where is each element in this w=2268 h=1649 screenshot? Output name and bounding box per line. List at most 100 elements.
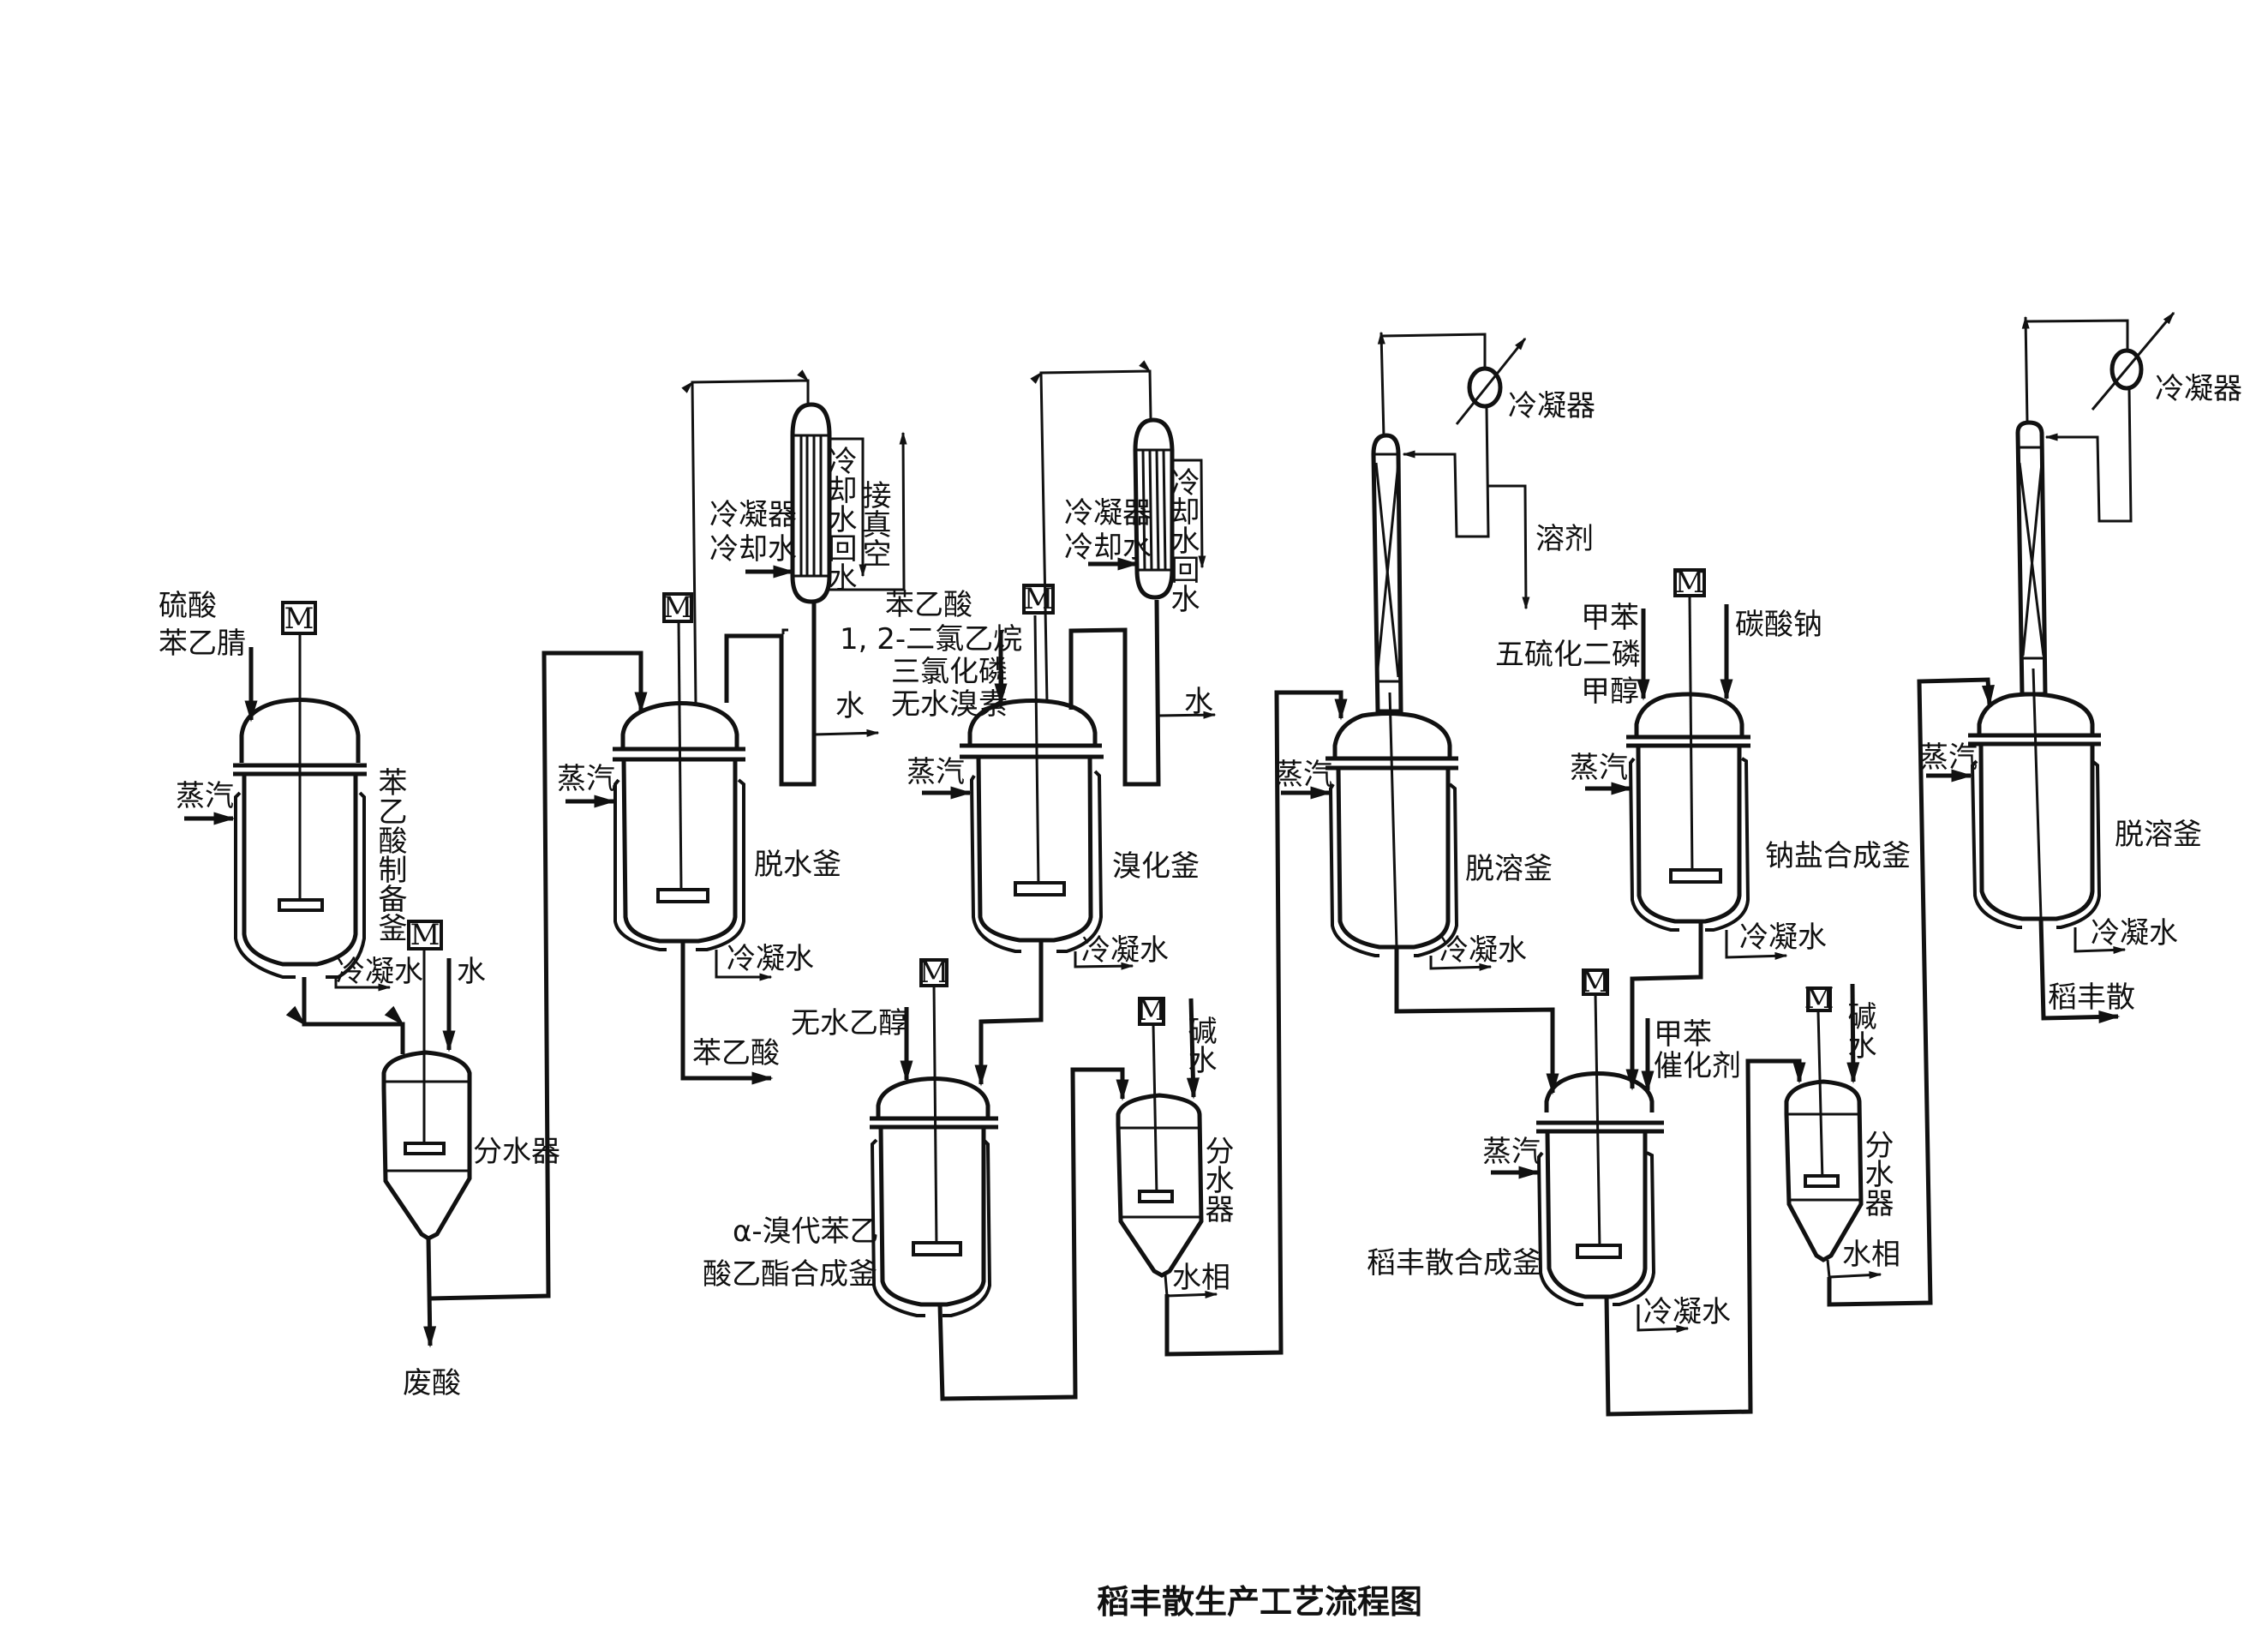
motor-box-icon: M (1022, 582, 1055, 616)
feed-label: 无水溴素 (891, 687, 1008, 722)
outlet-label: 溶剂 (1535, 522, 1594, 556)
decanter-2: M 碱水 分水器 水相 (1116, 993, 1234, 1298)
steam-label: 蒸汽 (1570, 751, 1628, 785)
vacuum-label: 接真空 (857, 480, 891, 567)
feed-label: 三氯化磷 (891, 655, 1008, 689)
agitator-blade-icon (1138, 1190, 1174, 1203)
equipment-name: 冷凝器 (1508, 389, 1595, 423)
svg-text:M: M (284, 602, 314, 636)
motor-box-icon: M (281, 601, 317, 636)
equipment-name: 冷凝器 (2155, 372, 2242, 406)
agitator-blade-icon (912, 1241, 962, 1256)
condenser-1: 冷凝器 冷却水 冷却水回水 接真空 水 (709, 402, 907, 737)
condensate-label: 冷凝水 (2091, 916, 2178, 950)
feed-label: 碱水 (1182, 1016, 1217, 1074)
feed-label: 甲苯 (1654, 1017, 1712, 1052)
feed-label: 苯乙腈 (159, 627, 246, 661)
motor-box-icon: M (407, 918, 443, 952)
svg-text:M: M (1581, 965, 1611, 999)
feed-label: 苯乙酸 (885, 588, 972, 622)
equipment-name: 钠盐合成釜 (1765, 839, 1911, 873)
svg-text:M: M (1137, 993, 1167, 1028)
motor-box-icon: M (1581, 965, 1611, 999)
condensate-label: 冷凝水 (1739, 920, 1827, 955)
feed-label: 硫酸 (159, 589, 217, 623)
feed-label: 甲苯 (1581, 601, 1639, 635)
feed-label: 碱水 (1842, 1001, 1876, 1059)
outlet-label: 水相 (1842, 1238, 1900, 1272)
svg-text:M: M (1804, 981, 1834, 1016)
diagram-title: 稻丰散生产工艺流程图 (1097, 1582, 1422, 1621)
agitator-blade-icon (1804, 1174, 1840, 1188)
equipment-name: 冷凝器 (709, 498, 797, 532)
reactor-bromoester: M 无水乙醇 α-溴代苯乙 酸乙酯合成釜 (703, 956, 998, 1317)
product-label: 苯乙酸 (692, 1036, 780, 1070)
water-out-label: 水 (1184, 685, 1213, 719)
outlet-label: 水相 (1172, 1261, 1230, 1295)
condenser-2: 冷凝器 冷却水 冷却水回水 水 (1064, 417, 1217, 719)
cooling-return-label: 冷却水回水 (1165, 467, 1200, 613)
reactor-desolvent-1: 蒸汽 脱溶釜 冷凝水 (1274, 692, 1553, 971)
feed-label: 水 (457, 955, 486, 989)
feed-label: 甲醇 (1581, 675, 1639, 709)
condensate-label: 冷凝水 (727, 942, 814, 976)
condensate-label: 冷凝水 (336, 955, 423, 989)
reactor-bromination: M 苯乙酸 1, 2-二氯乙烷 三氯化磷 无水溴素 蒸汽 溴化釜 冷凝水 (840, 582, 1200, 970)
distillation-column-2 (2015, 315, 2129, 697)
motor-box-icon: M (1137, 993, 1167, 1028)
reactor-dehydration: M 蒸汽 脱水釜 冷凝水 苯乙酸 (557, 591, 841, 1085)
condensate-label: 冷凝水 (1643, 1295, 1731, 1329)
steam-label: 蒸汽 (1274, 758, 1332, 792)
motor-box-icon: M (1673, 566, 1706, 600)
feed-label: 五硫化二磷 (1495, 638, 1641, 672)
equipment-name: 稻丰散合成釜 (1367, 1246, 1541, 1280)
equipment-name: 分水器 (1200, 1136, 1234, 1223)
equipment-name: 分水器 (1859, 1130, 1894, 1217)
cooling-water-label: 冷却水 (709, 532, 797, 567)
feed-label: 碳酸钠 (1735, 608, 1822, 642)
equipment-name: 脱水釜 (754, 848, 841, 882)
heat-exchanger-icon (2109, 348, 2144, 391)
agitator-blade-icon (1014, 881, 1066, 896)
cooling-water-label: 冷却水 (1064, 531, 1152, 565)
decanter-1: M 水 分水器 废酸 (381, 918, 560, 1400)
equipment-name: 苯乙酸制备釜 (373, 767, 407, 942)
condensate-label: 冷凝水 (1081, 933, 1169, 968)
condenser-4: 冷凝器 (2044, 311, 2242, 523)
agitator-blade-icon (656, 888, 709, 903)
product-label: 稻丰散 (2048, 980, 2135, 1015)
steam-label: 蒸汽 (907, 755, 965, 789)
motor-box-icon: M (919, 956, 949, 990)
equipment-name: 酸乙酯合成釜 (703, 1257, 877, 1292)
equipment-name: 溴化釜 (1112, 849, 1200, 884)
distillation-column-1 (1371, 331, 1487, 714)
motor-box-icon: M (662, 591, 693, 625)
feed-label: 催化剂 (1654, 1049, 1741, 1083)
svg-text:M: M (1024, 582, 1054, 616)
condensate-label: 冷凝水 (1439, 933, 1527, 968)
svg-text:M: M (663, 591, 693, 625)
svg-text:M: M (919, 956, 949, 990)
heat-exchanger-icon (1467, 366, 1503, 409)
feed-label: 1, 2-二氯乙烷 (840, 622, 1022, 657)
equipment-name: 冷凝器 (1064, 496, 1152, 531)
reactor-sodium-salt: M 甲苯 五硫化二磷 甲醇 碳酸钠 蒸汽 钠盐合成釜 冷凝水 (1495, 566, 1911, 960)
agitator-blade-icon (278, 898, 324, 912)
motor-box-icon: M (1804, 981, 1834, 1016)
reactor-desolvent-2: 蒸汽 脱溶釜 冷凝水 稻丰散 (1919, 668, 2202, 1024)
agitator-blade-icon (1576, 1244, 1622, 1259)
equipment-name: 脱溶釜 (1465, 852, 1553, 886)
svg-text:M: M (410, 918, 440, 952)
reactor-phenthoate: M 甲苯 催化剂 蒸汽 稻丰散合成釜 冷凝水 (1367, 965, 1741, 1333)
steam-label: 蒸汽 (1919, 741, 1978, 775)
equipment-name: α-溴代苯乙 (733, 1214, 879, 1249)
equipment-name: 脱溶釜 (2115, 818, 2202, 852)
condenser-3: 冷凝器 溶剂 (1402, 337, 1595, 610)
reactor-phenylacetic-acid: M 硫酸 苯乙腈 蒸汽 苯乙酸制备釜 冷凝水 (159, 589, 423, 992)
steam-label: 蒸汽 (557, 762, 615, 796)
steam-label: 蒸汽 (1482, 1135, 1541, 1169)
feed-label: 无水乙醇 (791, 1006, 907, 1040)
outlet-label: 废酸 (403, 1366, 461, 1400)
agitator-blade-icon (1669, 868, 1722, 884)
